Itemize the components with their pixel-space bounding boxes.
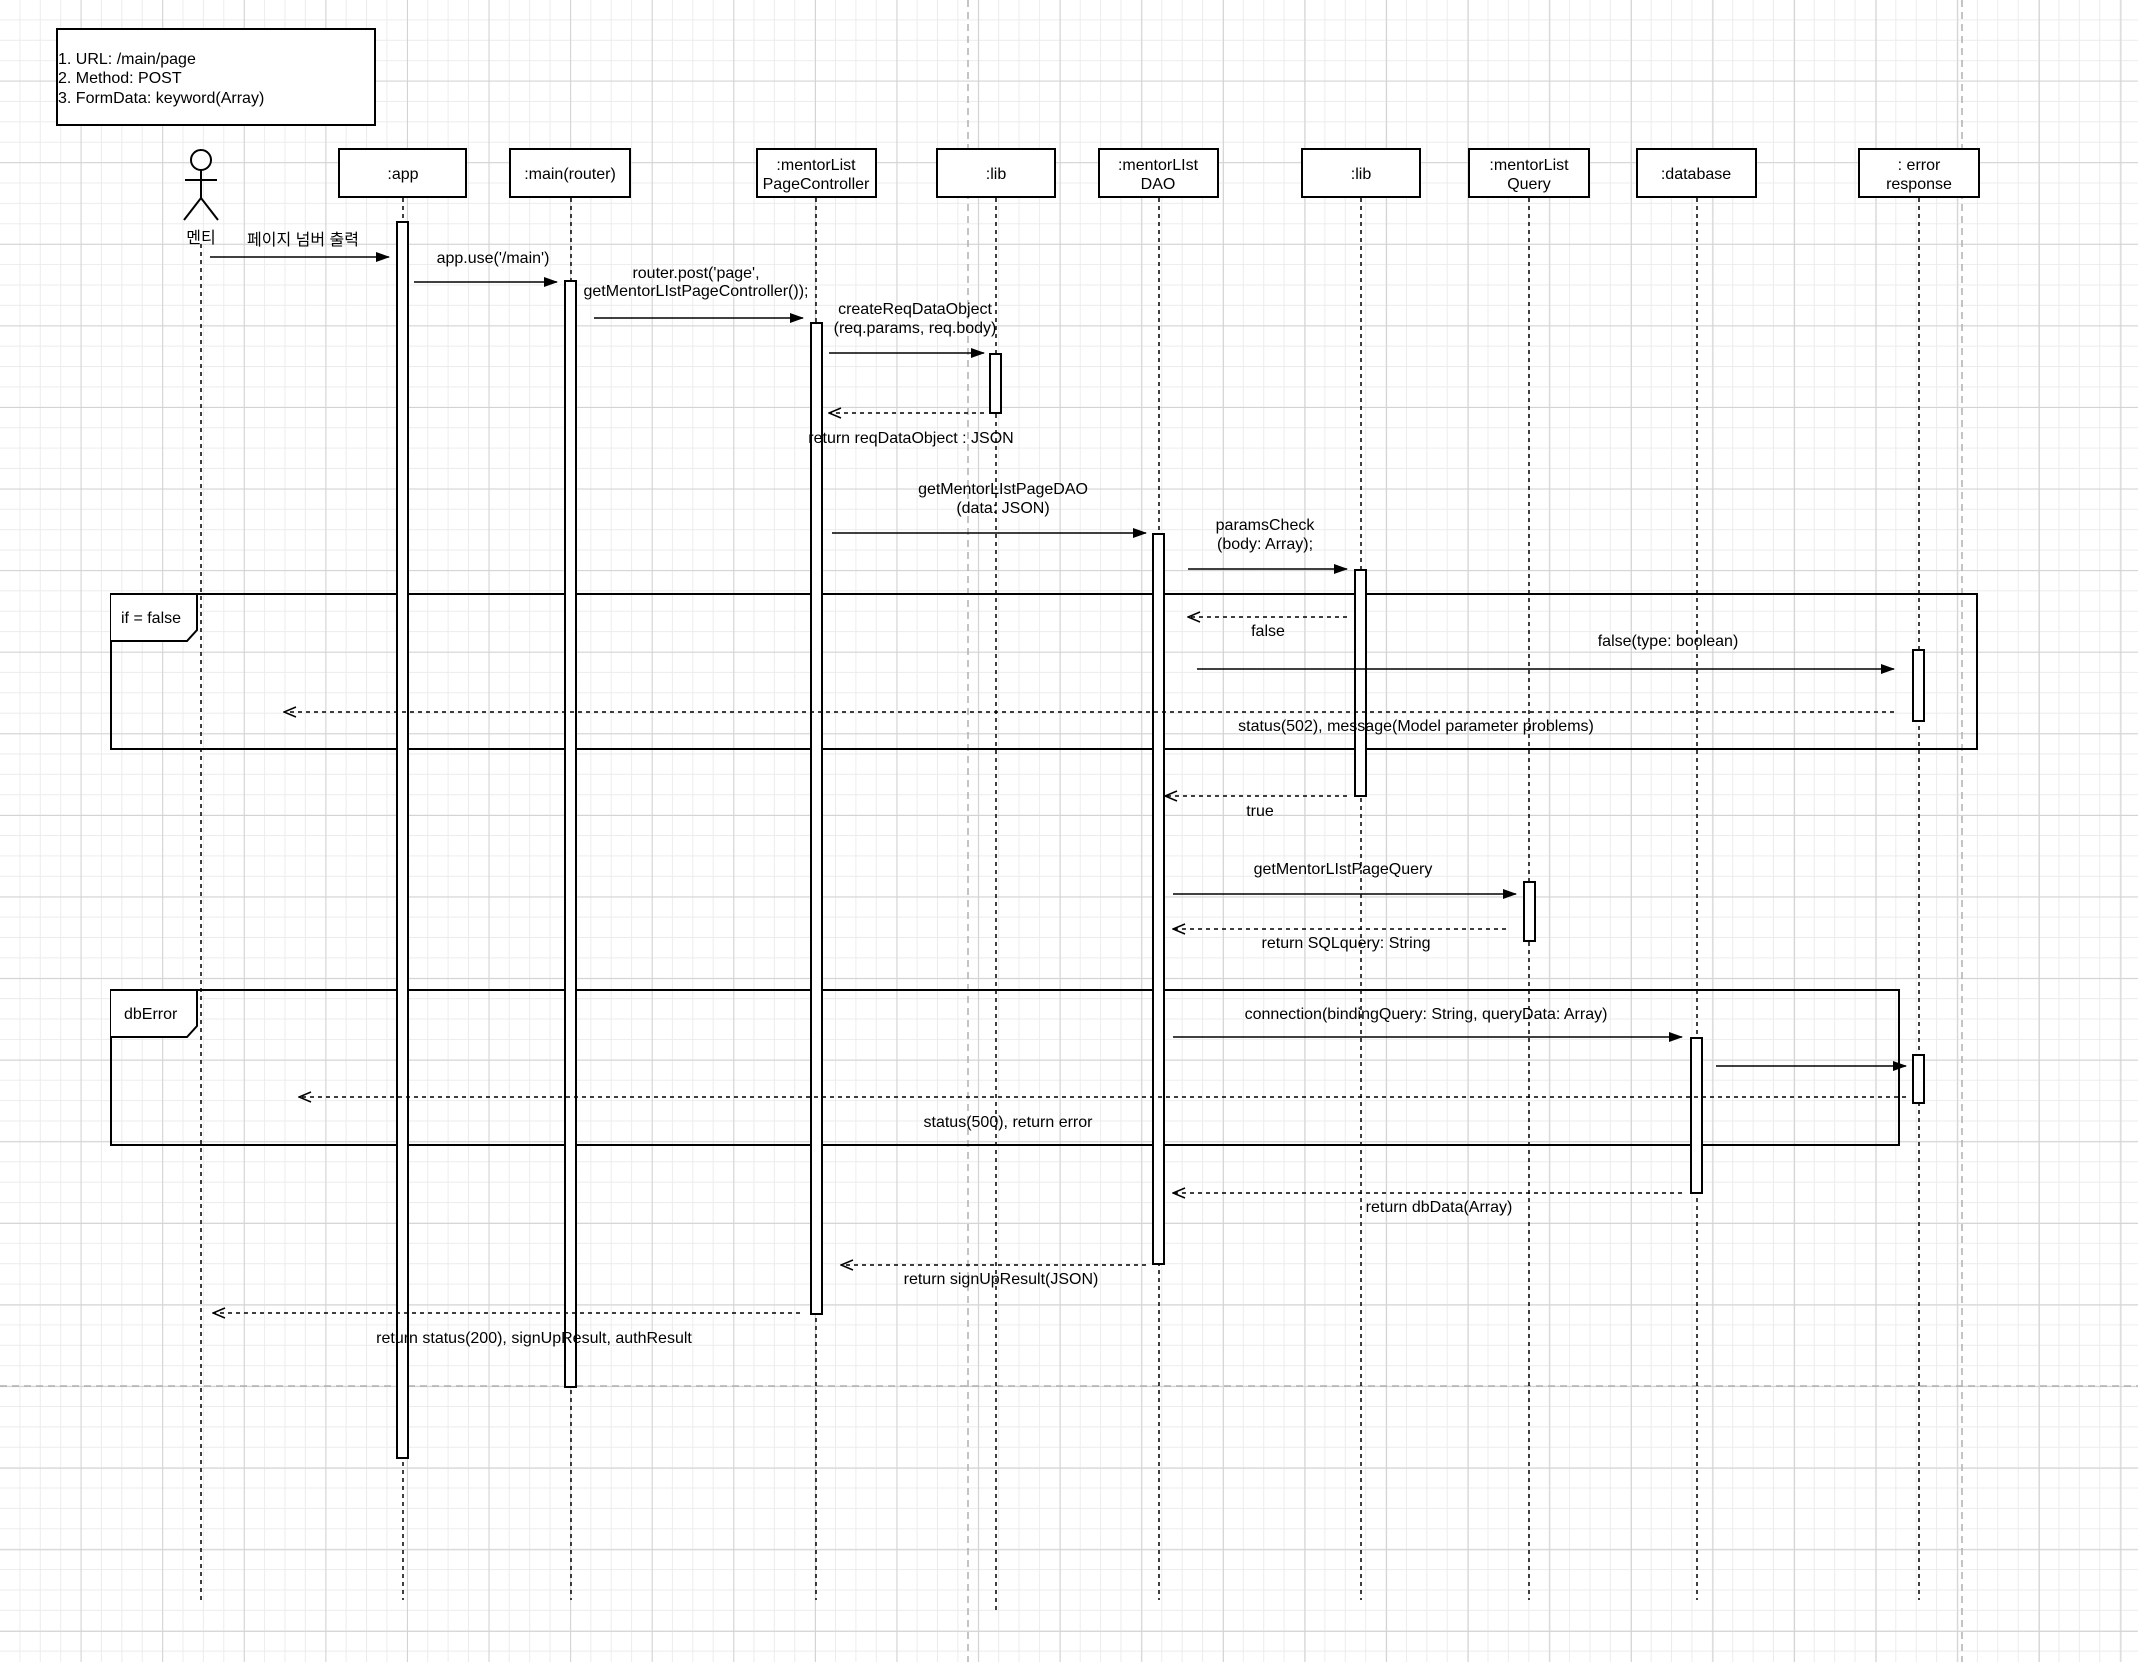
message-label: (req.params, req.body) bbox=[834, 320, 997, 337]
activation-lib2 bbox=[1354, 569, 1367, 797]
message-label: return reqDataObject : JSON bbox=[808, 430, 1013, 447]
message-label: getMentorLIstPageQuery bbox=[1254, 861, 1433, 878]
activation-lib1 bbox=[989, 353, 1002, 414]
message-label: router.post('page', bbox=[632, 265, 759, 282]
participant-label: :mentorList bbox=[776, 157, 856, 174]
message-label: return signUpResult(JSON) bbox=[904, 1271, 1099, 1288]
participant-database[interactable]: :database bbox=[1636, 148, 1757, 198]
participant-app[interactable]: :app bbox=[338, 148, 467, 198]
message-label: false(type: boolean) bbox=[1598, 633, 1739, 650]
participant-error[interactable]: : error response bbox=[1858, 148, 1980, 198]
message-label: getMentorLIstPageDAO bbox=[918, 481, 1088, 498]
activation-error-1 bbox=[1912, 649, 1925, 722]
message-label: createReqDataObject bbox=[838, 301, 992, 318]
message-label: (data: JSON) bbox=[956, 500, 1049, 517]
participant-label: :lib bbox=[986, 166, 1007, 183]
message-label: connection(bindingQuery: String, queryDa… bbox=[1245, 1006, 1608, 1023]
participant-label: Query bbox=[1507, 176, 1551, 193]
request-info-note[interactable]: 1. URL: /main/page 2. Method: POST 3. Fo… bbox=[56, 28, 376, 126]
actor-figure[interactable] bbox=[183, 149, 219, 221]
participant-router[interactable]: :main(router) bbox=[509, 148, 631, 198]
fragment-label: dbError bbox=[124, 1006, 178, 1023]
participant-label: :database bbox=[1661, 166, 1731, 183]
activation-database bbox=[1690, 1037, 1703, 1194]
participant-label: : error bbox=[1898, 157, 1941, 174]
note-line-1: 1. URL: /main/page bbox=[58, 51, 196, 68]
message-label: 페이지 넘버 출력 bbox=[247, 231, 359, 249]
participant-label: :main(router) bbox=[524, 166, 616, 183]
message-label: return dbData(Array) bbox=[1366, 1199, 1513, 1216]
participant-label: PageController bbox=[763, 176, 870, 193]
message-label: true bbox=[1246, 803, 1274, 820]
message-label: status(500), return error bbox=[924, 1114, 1094, 1131]
fragment-label: if = false bbox=[121, 610, 181, 627]
participant-label: :mentorLIst bbox=[1118, 157, 1199, 174]
message-label: status(502), message(Model parameter pro… bbox=[1238, 718, 1594, 735]
message-label: return SQLquery: String bbox=[1262, 935, 1431, 952]
participant-query[interactable]: :mentorList Query bbox=[1468, 148, 1590, 198]
participant-label: DAO bbox=[1141, 176, 1176, 193]
participant-dao[interactable]: :mentorLIst DAO bbox=[1098, 148, 1219, 198]
participant-lib2[interactable]: :lib bbox=[1301, 148, 1421, 198]
fragment-if-false[interactable]: if = false bbox=[110, 593, 1978, 750]
actor-head-icon bbox=[190, 149, 212, 171]
message-label: (body: Array); bbox=[1217, 536, 1313, 553]
message-label: return status(200), signUpResult, authRe… bbox=[376, 1330, 692, 1347]
activation-error-2 bbox=[1912, 1054, 1925, 1104]
message-label: getMentorLIstPageController()); bbox=[584, 283, 809, 300]
activation-router bbox=[564, 280, 577, 1388]
participant-label: :mentorList bbox=[1489, 157, 1569, 174]
participant-lib1[interactable]: :lib bbox=[936, 148, 1056, 198]
activation-app bbox=[396, 221, 409, 1459]
message-label: false bbox=[1251, 623, 1285, 640]
participant-controller[interactable]: :mentorList PageController bbox=[756, 148, 877, 198]
participant-label: :app bbox=[387, 166, 418, 183]
activation-query bbox=[1523, 881, 1536, 942]
note-line-3: 3. FormData: keyword(Array) bbox=[58, 90, 264, 107]
message-label: paramsCheck bbox=[1216, 517, 1316, 534]
activation-controller bbox=[810, 322, 823, 1315]
message-label: app.use('/main') bbox=[437, 250, 550, 267]
participant-label: :lib bbox=[1351, 166, 1372, 183]
participant-label: response bbox=[1886, 176, 1952, 193]
activation-dao bbox=[1152, 533, 1165, 1265]
note-line-2: 2. Method: POST bbox=[58, 70, 182, 87]
actor-label: 멘티 bbox=[186, 229, 215, 247]
